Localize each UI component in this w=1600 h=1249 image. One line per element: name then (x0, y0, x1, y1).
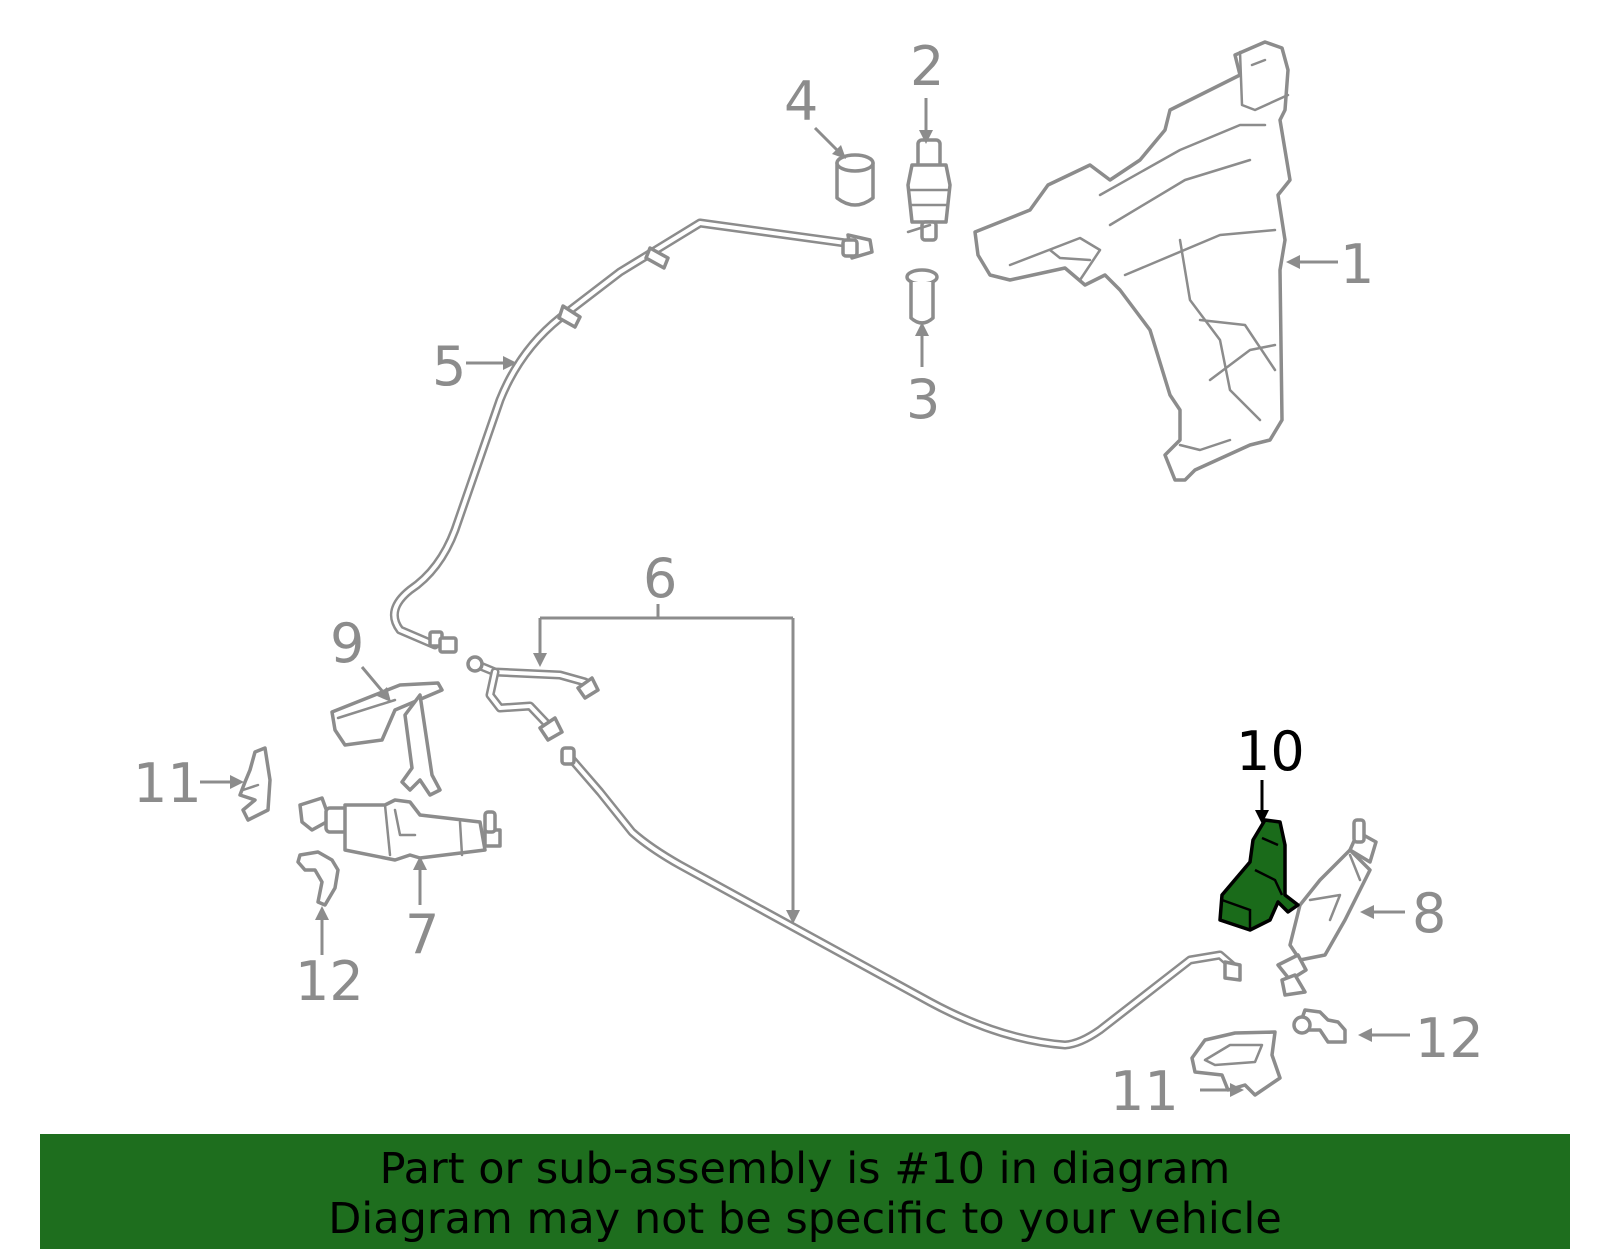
leader-5 (466, 356, 517, 370)
part-7-washer-cylinder-left[interactable] (298, 796, 502, 862)
callout-8: 8 (1412, 882, 1446, 945)
leader-10 (1255, 780, 1269, 824)
callout-11-left: 11 (133, 752, 202, 815)
part-8-washer-cylinder-right[interactable] (1276, 818, 1378, 997)
part-1-washer-reservoir[interactable] (973, 40, 1292, 482)
part-3-grommet[interactable] (905, 268, 939, 325)
leader-12-right (1358, 1028, 1410, 1042)
leader-11-right (1200, 1083, 1244, 1097)
part-12-clip-right[interactable] (1292, 1008, 1347, 1044)
callout-12-right: 12 (1415, 1007, 1484, 1070)
callout-9: 9 (330, 612, 364, 675)
parts-diagram: 1 2 3 4 5 6 7 8 9 10 11 11 12 12 (133, 35, 1484, 1123)
callout-7: 7 (405, 903, 439, 966)
part-12-clip-left[interactable] (296, 850, 340, 907)
part-11-clip-right[interactable] (1190, 1030, 1282, 1097)
info-banner: Part or sub-assembly is #10 in diagram D… (40, 1134, 1570, 1249)
callout-12-left: 12 (295, 950, 364, 1013)
part-11-clip-left[interactable] (238, 746, 272, 822)
callout-2: 2 (910, 35, 944, 98)
callout-5: 5 (432, 335, 466, 398)
leader-4 (813, 126, 846, 159)
part-10-highlighted-cover[interactable] (1218, 818, 1300, 932)
callout-4: 4 (784, 70, 818, 133)
leader-11-left (200, 775, 244, 789)
part-6-hose-assembly[interactable] (466, 655, 1242, 1050)
callout-3: 3 (906, 368, 940, 431)
callout-6: 6 (643, 547, 677, 610)
leader-12-left (315, 906, 329, 955)
part-2-washer-pump[interactable] (906, 138, 952, 242)
leader-2 (919, 98, 933, 144)
banner-line-disclaimer: Diagram may not be specific to your vehi… (328, 1194, 1282, 1244)
part-9-bracket[interactable] (330, 681, 444, 797)
leader-3 (915, 322, 929, 367)
leader-9 (360, 666, 391, 702)
leader-1 (1286, 255, 1338, 269)
leader-8 (1360, 905, 1405, 919)
banner-line-part-info: Part or sub-assembly is #10 in diagram (379, 1144, 1231, 1194)
part-5-upper-hose[interactable] (389, 218, 874, 654)
callout-10: 10 (1236, 720, 1305, 783)
leader-6 (533, 604, 800, 924)
part-4-bushing[interactable] (835, 153, 875, 207)
leader-7 (413, 856, 427, 905)
callout-11-right: 11 (1110, 1060, 1179, 1123)
callout-1: 1 (1340, 233, 1374, 296)
